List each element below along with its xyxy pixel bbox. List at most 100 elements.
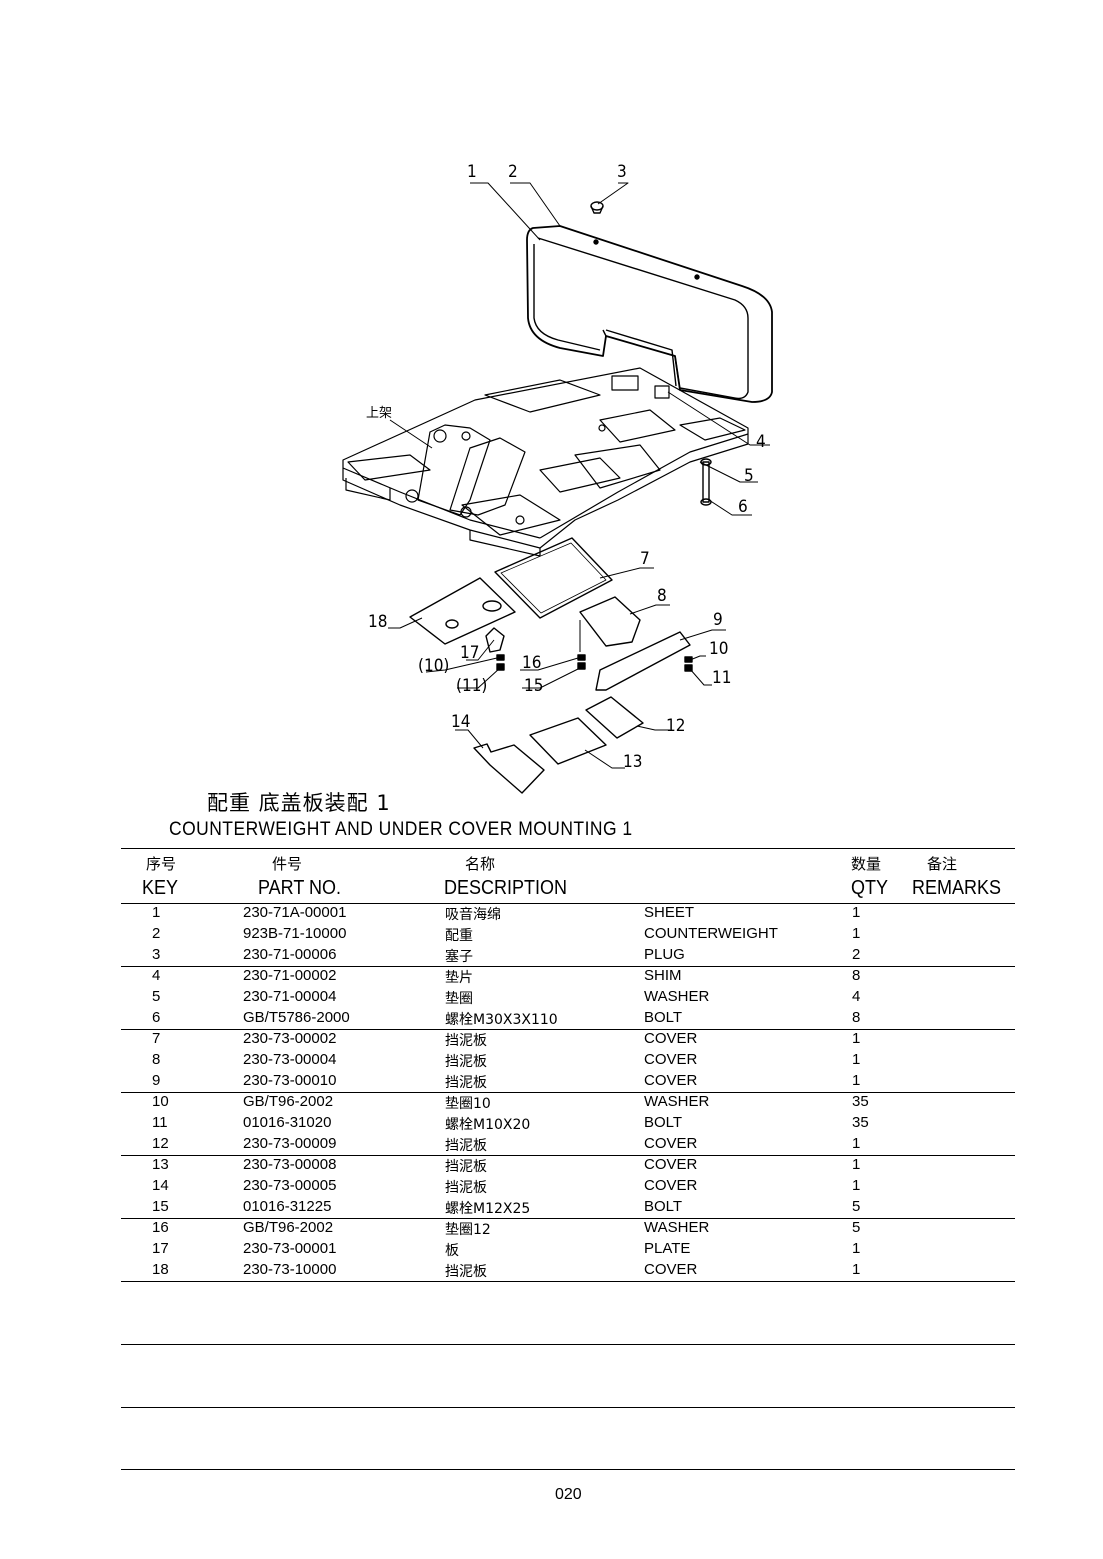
cell-qty: 1 <box>852 1156 861 1173</box>
upper-frame-part <box>342 367 749 557</box>
cell-cn: 垫片 <box>445 970 473 986</box>
cell-qty: 35 <box>852 1114 869 1131</box>
cell-key: 12 <box>152 1135 169 1152</box>
cell-part: 230-73-00004 <box>243 1051 337 1068</box>
cell-part: 230-71-00004 <box>243 988 337 1005</box>
header-rule <box>121 903 1015 904</box>
cell-part: 230-73-00002 <box>243 1030 337 1047</box>
blank-rule-1 <box>121 1344 1015 1345</box>
page-footer-rule <box>121 1469 1015 1470</box>
cell-qty: 8 <box>852 1009 861 1026</box>
callout-2: 2 <box>508 162 518 182</box>
cell-en: COVER <box>644 1135 698 1152</box>
cell-en: PLATE <box>644 1240 691 1257</box>
cell-qty: 1 <box>852 1240 861 1257</box>
cell-cn: 板 <box>445 1243 459 1259</box>
group-rule-4 <box>121 1155 1015 1156</box>
plate-17-part <box>485 627 505 653</box>
title-english: COUNTERWEIGHT AND UNDER COVER MOUNTING 1 <box>169 819 633 840</box>
header-key-cn: 序号 <box>146 855 177 873</box>
cell-key: 2 <box>152 925 161 942</box>
cell-key: 5 <box>152 988 161 1005</box>
callout-17: 17 <box>460 643 480 663</box>
cell-qty: 1 <box>852 904 861 921</box>
cell-part: GB/T96-2002 <box>243 1093 334 1110</box>
cover-9-part <box>595 631 691 691</box>
cell-en: BOLT <box>644 1009 683 1026</box>
callout-13: 13 <box>623 752 643 772</box>
cell-qty: 35 <box>852 1093 869 1110</box>
cell-key: 14 <box>152 1177 169 1194</box>
cover-13-part <box>529 717 607 765</box>
cell-qty: 1 <box>852 1072 861 1089</box>
cell-en: COVER <box>644 1051 698 1068</box>
cell-qty: 1 <box>852 925 861 942</box>
cell-part: 230-73-00008 <box>243 1156 337 1173</box>
callout-7: 7 <box>640 549 650 569</box>
cell-qty: 2 <box>852 946 861 963</box>
cell-en: WASHER <box>644 1093 710 1110</box>
cell-key: 7 <box>152 1030 161 1047</box>
header-remarks-cn: 备注 <box>927 855 958 873</box>
cell-en: WASHER <box>644 988 710 1005</box>
cell-part: GB/T5786-2000 <box>243 1009 350 1026</box>
cell-part: GB/T96-2002 <box>243 1219 334 1236</box>
cell-cn: 塞子 <box>445 949 473 965</box>
callout-11-ref: (11) <box>456 676 488 696</box>
table-top-rule <box>121 848 1015 849</box>
cell-key: 13 <box>152 1156 169 1173</box>
header-desc: DESCRIPTION <box>444 877 568 899</box>
cell-en: SHIM <box>644 967 682 984</box>
cell-qty: 5 <box>852 1198 861 1215</box>
cover-8-part <box>579 596 641 647</box>
cover-7-part <box>494 537 613 619</box>
upper-frame-label: 上架 <box>366 406 393 421</box>
callout-16: 16 <box>522 653 542 673</box>
bolt-assembly-part <box>700 458 712 506</box>
plug-part <box>590 201 604 214</box>
cell-part: 923B-71-10000 <box>243 925 347 942</box>
table-bottom-rule <box>121 1281 1015 1282</box>
cell-key: 1 <box>152 904 161 921</box>
header-desc-cn: 名称 <box>465 855 496 873</box>
callout-12: 12 <box>666 716 686 736</box>
cell-cn: 垫圈10 <box>445 1096 491 1112</box>
cell-key: 11 <box>152 1114 168 1131</box>
group-rule-3 <box>121 1092 1015 1093</box>
callout-14: 14 <box>451 712 471 732</box>
cell-en: COUNTERWEIGHT <box>644 925 778 942</box>
cell-cn: 螺栓M12X25 <box>445 1201 531 1217</box>
cell-key: 4 <box>152 967 161 984</box>
callout-18: 18 <box>368 612 388 632</box>
cell-cn: 挡泥板 <box>445 1138 487 1154</box>
cell-cn: 挡泥板 <box>445 1159 487 1175</box>
callout-10-ref: (10) <box>418 656 450 676</box>
header-qty: QTY <box>851 877 889 899</box>
cell-qty: 5 <box>852 1219 861 1236</box>
cell-cn: 垫圈12 <box>445 1222 491 1238</box>
cell-en: COVER <box>644 1156 698 1173</box>
cell-en: WASHER <box>644 1219 710 1236</box>
cell-cn: 螺栓M10X20 <box>445 1117 531 1133</box>
cell-key: 10 <box>152 1093 169 1110</box>
group-rule-2 <box>121 1029 1015 1030</box>
cell-en: BOLT <box>644 1114 683 1131</box>
callout-4: 4 <box>756 432 766 452</box>
cell-en: COVER <box>644 1261 698 1278</box>
header-key: KEY <box>142 877 179 899</box>
cell-cn: 垫圈 <box>445 991 473 1007</box>
cell-cn: 挡泥板 <box>445 1033 487 1049</box>
cell-key: 6 <box>152 1009 161 1026</box>
cell-part: 230-73-10000 <box>243 1261 337 1278</box>
cover-14-part <box>473 743 545 794</box>
cell-key: 18 <box>152 1261 169 1278</box>
cell-cn: 挡泥板 <box>445 1075 487 1091</box>
cell-cn: 挡泥板 <box>445 1264 487 1280</box>
header-part: PART NO. <box>258 877 342 899</box>
cell-qty: 4 <box>852 988 861 1005</box>
cell-qty: 1 <box>852 1051 861 1068</box>
cell-part: 230-71A-00001 <box>243 904 347 921</box>
cover-18-part <box>409 577 516 645</box>
cell-part: 230-71-00002 <box>243 967 337 984</box>
exploded-parts-diagram <box>342 182 773 794</box>
